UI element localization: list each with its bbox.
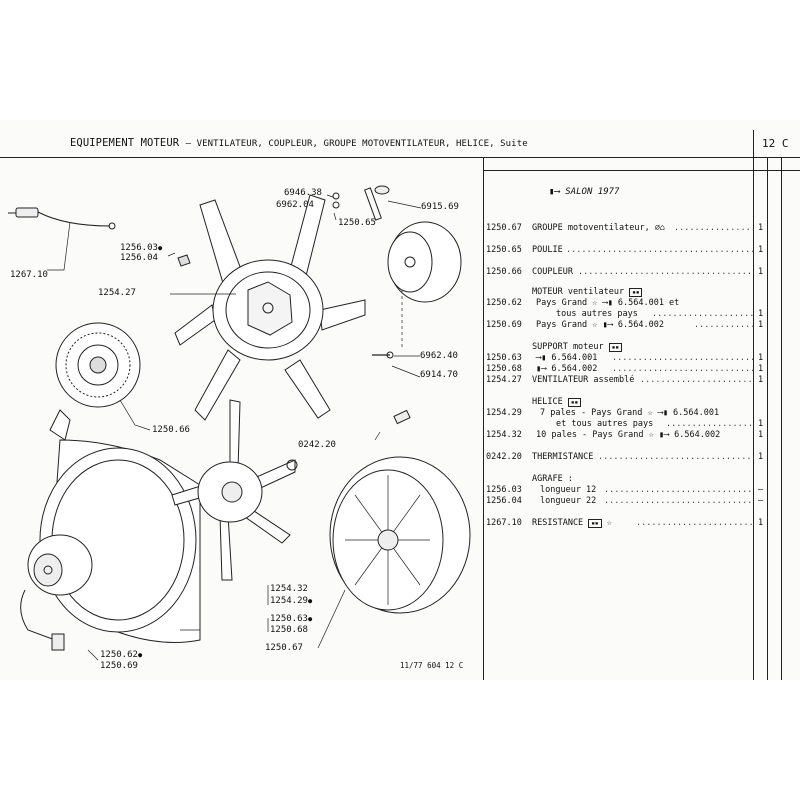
callout-1250-67: 1250.67 (265, 643, 303, 653)
fan-assembly-7-blade (170, 194, 366, 421)
callout-1267-10: 1267.10 (10, 270, 48, 280)
parts-header-rule (483, 170, 800, 171)
callout-1254-29: 1254.29● (270, 596, 313, 606)
page-footer: 11/77 604 12 C (400, 661, 464, 670)
page-title: EQUIPEMENT MOTEUR (70, 137, 180, 149)
column-divider-qty-right (781, 157, 782, 680)
heading-agrafe: AGRAFE : (532, 474, 573, 484)
callout-6962-04: 6962.04 (276, 200, 314, 210)
coupler-part (55, 322, 151, 431)
callout-1250-66: 1250.66 (152, 425, 190, 435)
page-header: EQUIPEMENT MOTEUR – VENTILATEUR, COUPLEU… (70, 137, 528, 149)
callout-1256-03: 1256.03● (120, 243, 163, 253)
header-divider (753, 130, 754, 158)
callout-6914-70: 6914.70 (420, 370, 458, 380)
clip-part (167, 252, 191, 267)
fan-shroud-ring (317, 456, 471, 649)
callout-1250-68: 1250.68 (270, 625, 308, 635)
heading-moteur-ventilateur: MOTEUR ventilateur ▪▪ (532, 287, 643, 297)
callout-0242-20: 0242.20 (298, 440, 336, 450)
column-divider-main (483, 157, 484, 680)
callout-6962-40: 6962.40 (420, 351, 458, 361)
callout-1254-32: 1254.32 (270, 584, 308, 594)
leader-lines (87, 194, 422, 661)
column-divider-qty-mid (767, 157, 768, 680)
callout-1250-63: 1250.63● (270, 614, 313, 624)
page-subtitle: – VENTILATEUR, COUPLEUR, GROUPE MOTOVENT… (185, 139, 528, 149)
page-number: 12 C (762, 137, 789, 150)
callout-6946-38: 6946.38 (284, 188, 322, 198)
motor-fan-group (20, 409, 201, 651)
callout-6915-69: 6915.69 (421, 202, 459, 212)
thermistance-part (374, 409, 411, 441)
callout-1254-27: 1254.27 (98, 288, 136, 298)
header-rule (0, 157, 800, 158)
helice-fan (171, 399, 298, 581)
callout-1256-04: 1256.04 (120, 253, 158, 263)
salon-label: ▮⟶ SALON 1977 (549, 187, 620, 197)
column-divider-qty-left (753, 157, 754, 680)
callout-1250-69: 1250.69 (100, 661, 138, 671)
heading-helice: HELICE ▪▪ (532, 397, 582, 407)
resistance-part (8, 207, 116, 271)
callout-1250-65: 1250.65 (338, 218, 376, 228)
heading-support-moteur: SUPPORT moteur ▪▪ (532, 342, 623, 352)
callout-1250-62: 1250.62● (100, 650, 143, 660)
pulley-part (332, 185, 462, 359)
